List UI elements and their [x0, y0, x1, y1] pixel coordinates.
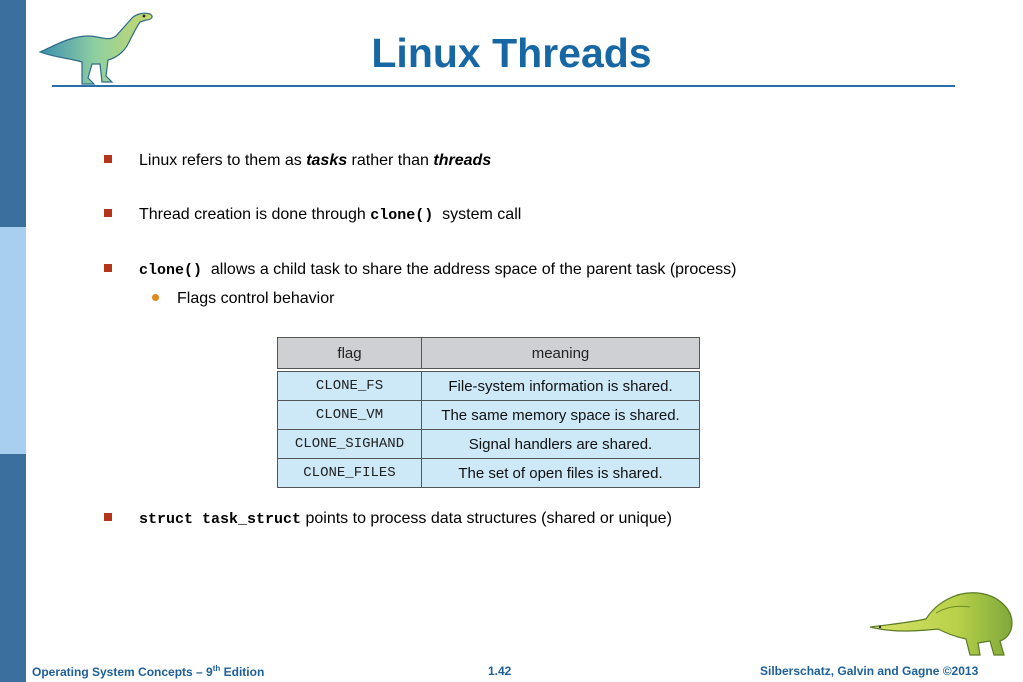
- bullet-text: Flags control behavior: [177, 290, 335, 307]
- bullet-emphasis: tasks: [306, 152, 348, 169]
- footer-book-title: Operating System Concepts – 9th Edition: [32, 664, 264, 679]
- bullet-item: Thread creation is done through clone() …: [104, 206, 521, 224]
- bullet-item: Linux refers to them as tasks rather tha…: [104, 152, 491, 170]
- table-row: CLONE_SIGHAND Signal handlers are shared…: [277, 429, 700, 459]
- meaning-cell: File-system information is shared.: [421, 371, 700, 401]
- bullet-code: clone(): [139, 262, 203, 279]
- meaning-cell: The same memory space is shared.: [421, 400, 700, 430]
- meaning-cell: The set of open files is shared.: [421, 458, 700, 488]
- bullet-text: system call: [433, 206, 522, 223]
- bullet-text: rather than: [347, 152, 434, 169]
- column-header-flag: flag: [277, 337, 422, 369]
- side-bar-segment-top: [0, 0, 26, 227]
- bullet-item: clone() allows a child task to share the…: [104, 261, 737, 279]
- clone-flags-table: flag meaning CLONE_FS File-system inform…: [277, 337, 700, 488]
- page-number: 1.42: [488, 664, 512, 678]
- flag-cell: CLONE_FS: [277, 371, 422, 401]
- table-header-row: flag meaning: [277, 337, 700, 369]
- bullet-code: struct task_struct: [139, 511, 302, 528]
- bullet-code: clone(): [370, 207, 434, 224]
- table-row: CLONE_FILES The set of open files is sha…: [277, 458, 700, 488]
- column-header-meaning: meaning: [421, 337, 700, 369]
- bullet-text: Thread creation is done through: [139, 206, 371, 223]
- bullet-text: Linux refers to them as: [139, 152, 307, 169]
- side-bar-segment-bottom: [0, 454, 26, 682]
- side-bar-segment-middle: [0, 227, 26, 454]
- page-title: Linux Threads: [371, 30, 652, 76]
- flag-cell: CLONE_FILES: [277, 458, 422, 488]
- footer-edition-text: Edition: [220, 665, 265, 679]
- meaning-cell: Signal handlers are shared.: [421, 429, 700, 459]
- side-accent-bar: [0, 0, 26, 682]
- bullet-square-icon: [104, 513, 112, 521]
- bullet-dot-icon: [152, 294, 159, 301]
- footer-authors: Silberschatz, Galvin and Gagne ©2013: [760, 664, 979, 678]
- dinosaur-logo-icon: [38, 12, 153, 85]
- bullet-square-icon: [104, 209, 112, 217]
- title-divider: [52, 85, 955, 87]
- bullet-square-icon: [104, 264, 112, 272]
- footer-book-title-text: Operating System Concepts – 9: [32, 665, 213, 679]
- dinosaur-logo-icon: [869, 592, 1013, 656]
- table-row: CLONE_VM The same memory space is shared…: [277, 400, 700, 430]
- table-row: CLONE_FS File-system information is shar…: [277, 371, 700, 401]
- bullet-text: allows a child task to share the address…: [202, 261, 737, 278]
- sub-bullet-item: Flags control behavior: [152, 290, 334, 308]
- bullet-square-icon: [104, 155, 112, 163]
- flag-cell: CLONE_VM: [277, 400, 422, 430]
- bullet-text: points to process data structures (share…: [301, 510, 672, 527]
- bullet-emphasis: threads: [433, 152, 492, 169]
- flag-cell: CLONE_SIGHAND: [277, 429, 422, 459]
- bullet-item: struct task_struct points to process dat…: [104, 510, 672, 528]
- footer-edition-superscript: th: [212, 664, 221, 673]
